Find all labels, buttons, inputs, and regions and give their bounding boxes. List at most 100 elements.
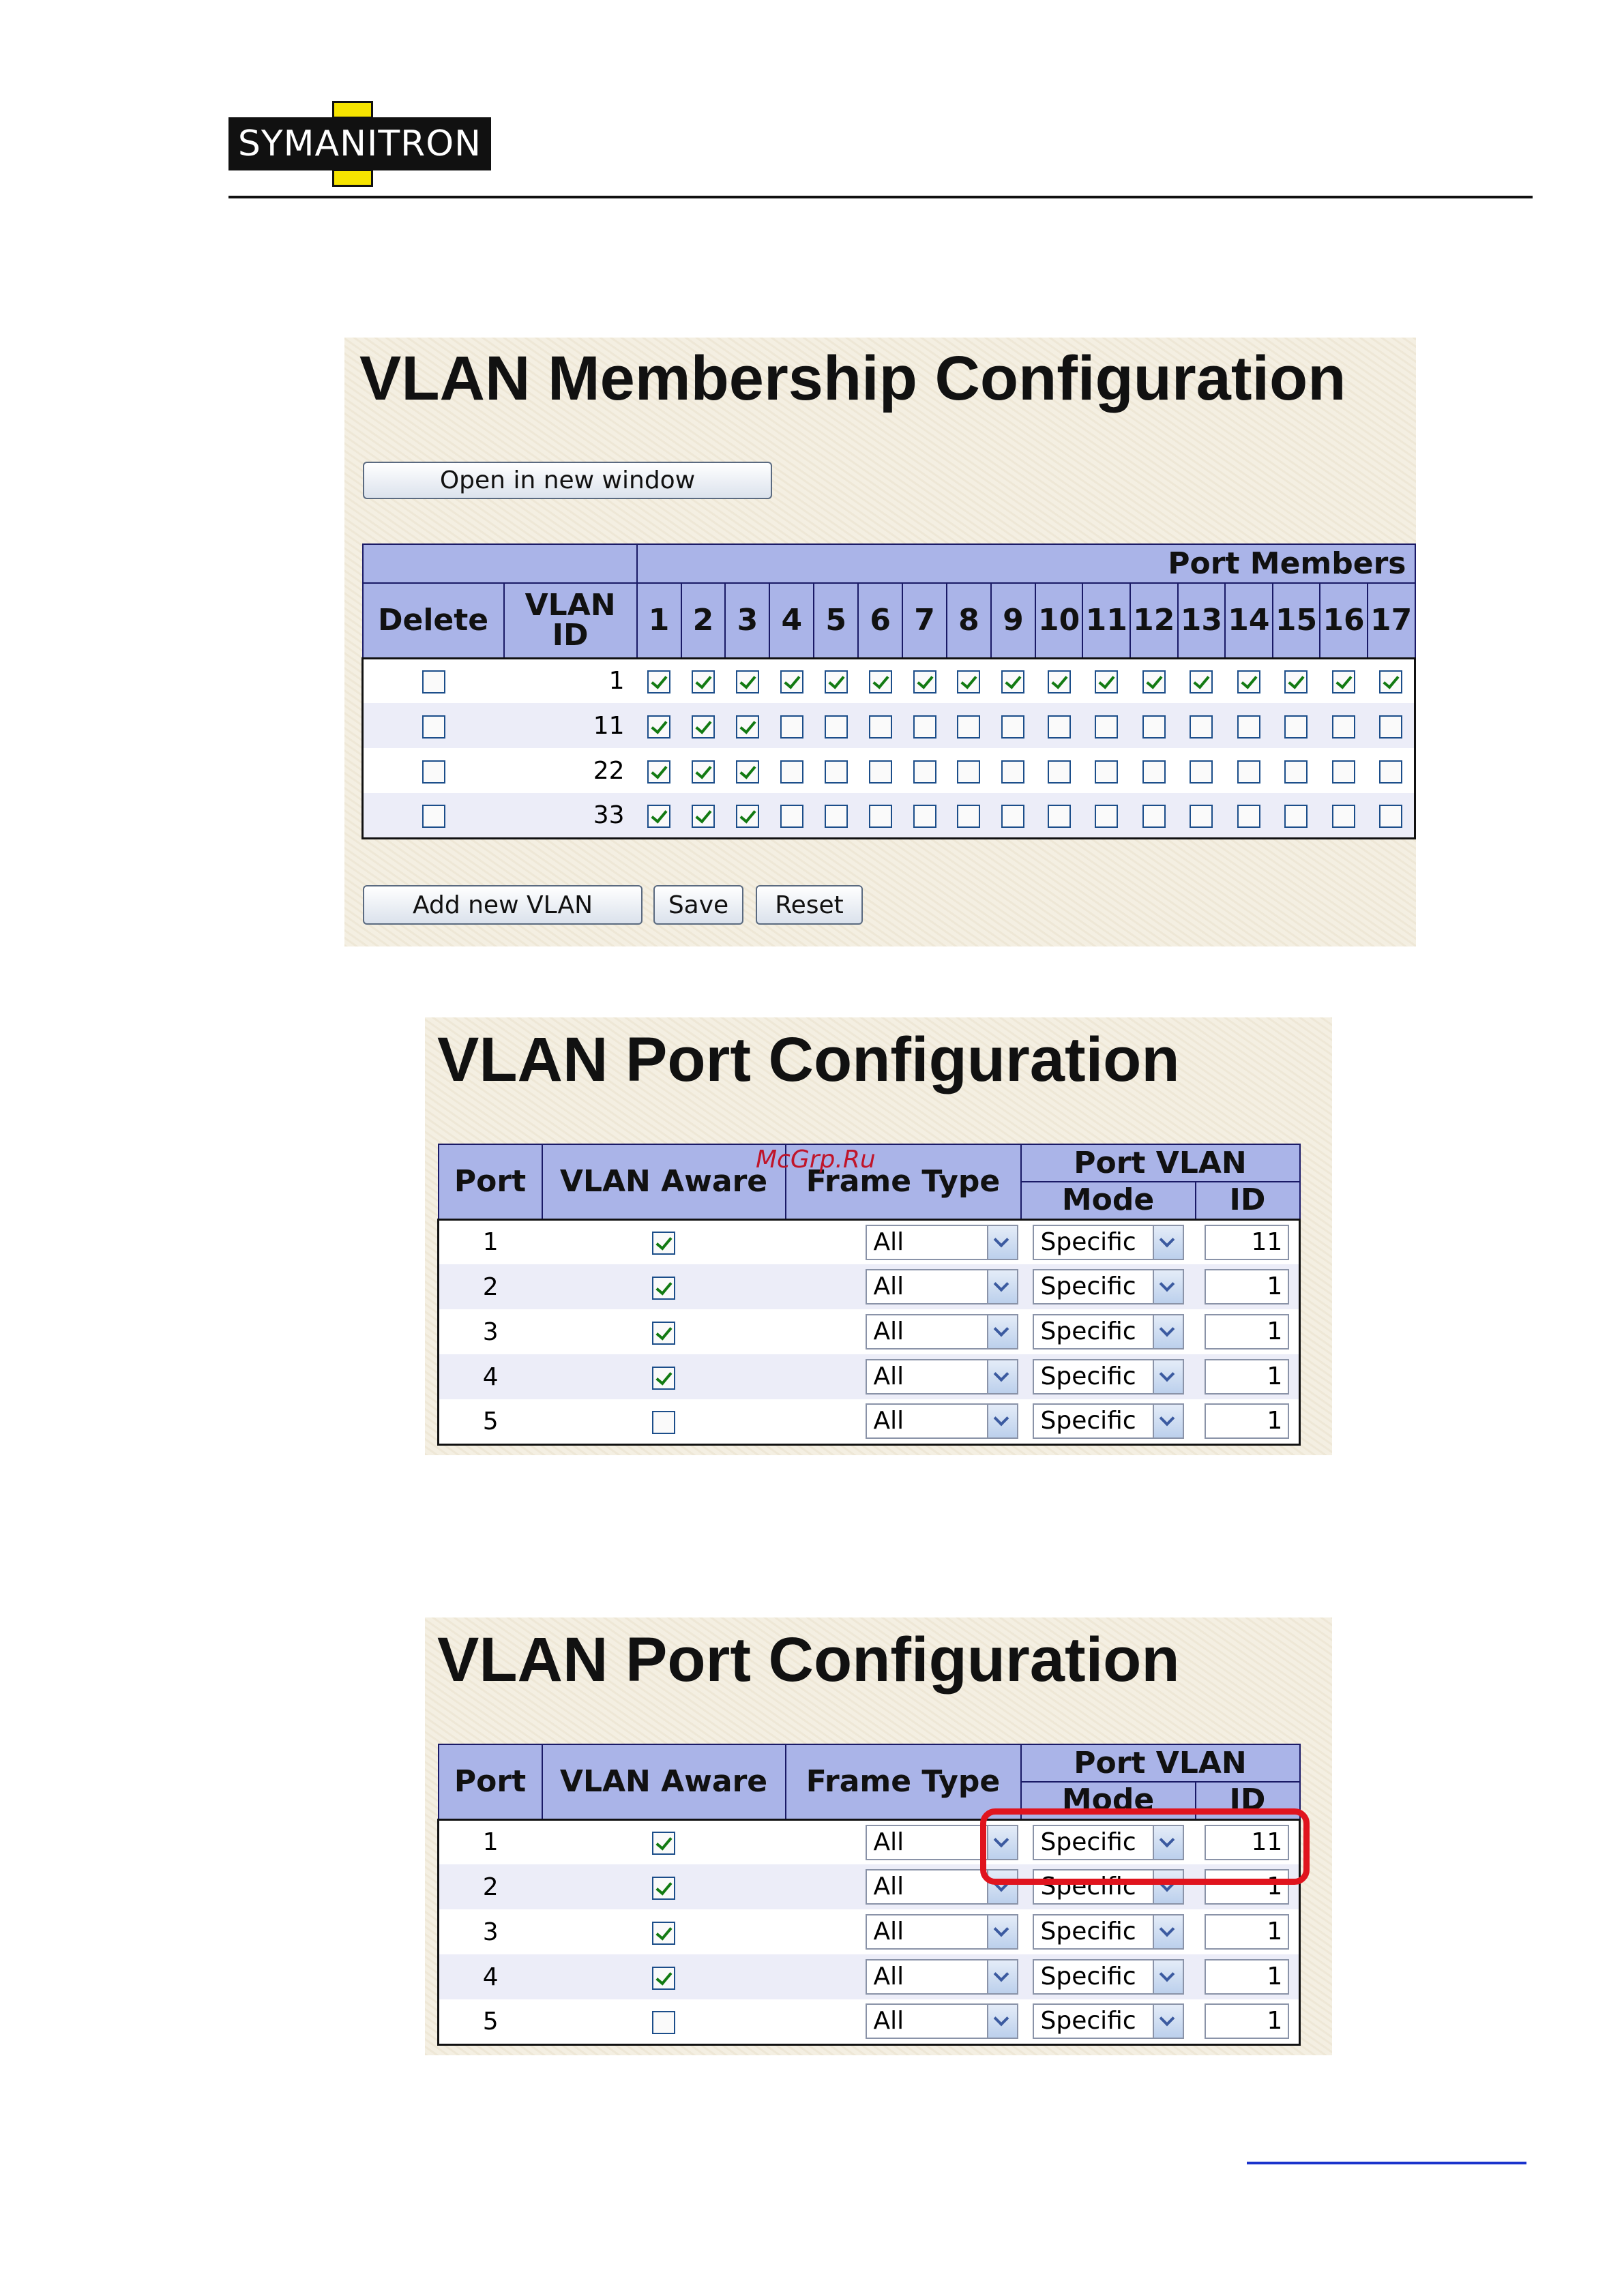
member-checkbox-port-5[interactable] — [824, 760, 848, 784]
mode-select[interactable]: Specific — [1032, 1824, 1184, 1860]
member-checkbox-port-3[interactable] — [735, 670, 759, 694]
vlan-aware-checkbox[interactable] — [652, 1876, 675, 1900]
member-checkbox-port-15[interactable] — [1284, 804, 1308, 828]
member-checkbox-port-12[interactable] — [1142, 715, 1166, 739]
pvid-input[interactable]: 1 — [1205, 1869, 1290, 1905]
member-checkbox-port-15[interactable] — [1284, 715, 1308, 739]
delete-checkbox[interactable] — [422, 804, 445, 828]
member-checkbox-port-14[interactable] — [1237, 760, 1260, 784]
member-checkbox-port-13[interactable] — [1190, 804, 1213, 828]
frame-type-select[interactable]: All — [865, 1314, 1018, 1350]
mode-select[interactable]: Specific — [1032, 1314, 1184, 1350]
member-checkbox-port-1[interactable] — [647, 760, 671, 784]
member-checkbox-port-17[interactable] — [1378, 804, 1402, 828]
vlan-aware-checkbox[interactable] — [652, 1276, 675, 1300]
member-checkbox-port-2[interactable] — [691, 804, 715, 828]
member-checkbox-port-12[interactable] — [1142, 760, 1166, 784]
member-checkbox-port-5[interactable] — [824, 715, 848, 739]
pvid-input[interactable]: 1 — [1205, 1359, 1290, 1395]
member-checkbox-port-7[interactable] — [913, 804, 936, 828]
member-checkbox-port-17[interactable] — [1378, 760, 1402, 784]
member-checkbox-port-17[interactable] — [1378, 670, 1402, 694]
pvid-input[interactable]: 1 — [1205, 1403, 1290, 1440]
member-checkbox-port-14[interactable] — [1237, 804, 1260, 828]
member-checkbox-port-2[interactable] — [691, 670, 715, 694]
member-checkbox-port-2[interactable] — [691, 760, 715, 784]
member-checkbox-port-17[interactable] — [1378, 715, 1402, 739]
member-checkbox-port-6[interactable] — [868, 715, 892, 739]
frame-type-select[interactable]: All — [865, 2003, 1018, 2040]
member-checkbox-port-4[interactable] — [780, 715, 803, 739]
vlan-aware-checkbox[interactable] — [652, 1232, 675, 1255]
mode-select[interactable]: Specific — [1032, 1359, 1184, 1395]
mode-select[interactable]: Specific — [1032, 1224, 1184, 1260]
member-checkbox-port-6[interactable] — [868, 670, 892, 694]
member-checkbox-port-15[interactable] — [1284, 670, 1308, 694]
member-checkbox-port-16[interactable] — [1332, 670, 1356, 694]
member-checkbox-port-13[interactable] — [1190, 715, 1213, 739]
delete-checkbox[interactable] — [422, 715, 445, 739]
member-checkbox-port-16[interactable] — [1332, 715, 1356, 739]
member-checkbox-port-10[interactable] — [1047, 760, 1071, 784]
member-checkbox-port-9[interactable] — [1001, 670, 1025, 694]
pvid-input[interactable]: 11 — [1205, 1824, 1290, 1860]
pvid-input[interactable]: 1 — [1205, 1269, 1290, 1304]
member-checkbox-port-3[interactable] — [735, 804, 759, 828]
member-checkbox-port-11[interactable] — [1095, 804, 1119, 828]
frame-type-select[interactable]: All — [865, 1959, 1018, 1995]
pvid-input[interactable]: 1 — [1205, 1959, 1290, 1995]
frame-type-select[interactable]: All — [865, 1224, 1018, 1260]
member-checkbox-port-5[interactable] — [824, 670, 848, 694]
vlan-aware-checkbox[interactable] — [652, 1366, 675, 1390]
member-checkbox-port-6[interactable] — [868, 804, 892, 828]
member-checkbox-port-10[interactable] — [1047, 715, 1071, 739]
pvid-input[interactable]: 11 — [1205, 1224, 1290, 1260]
member-checkbox-port-13[interactable] — [1190, 670, 1213, 694]
member-checkbox-port-15[interactable] — [1284, 760, 1308, 784]
member-checkbox-port-13[interactable] — [1190, 760, 1213, 784]
member-checkbox-port-7[interactable] — [913, 715, 936, 739]
vlan-aware-checkbox[interactable] — [652, 2010, 675, 2034]
member-checkbox-port-8[interactable] — [957, 670, 981, 694]
mode-select[interactable]: Specific — [1032, 1269, 1184, 1304]
member-checkbox-port-1[interactable] — [647, 804, 671, 828]
mode-select[interactable]: Specific — [1032, 2003, 1184, 2040]
mode-select[interactable]: Specific — [1032, 1869, 1184, 1905]
vlan-aware-checkbox[interactable] — [652, 1921, 675, 1945]
frame-type-select[interactable]: All — [865, 1914, 1018, 1950]
member-checkbox-port-3[interactable] — [735, 760, 759, 784]
vlan-aware-checkbox[interactable] — [652, 1321, 675, 1345]
member-checkbox-port-7[interactable] — [913, 670, 936, 694]
mode-select[interactable]: Specific — [1032, 1959, 1184, 1995]
member-checkbox-port-10[interactable] — [1047, 804, 1071, 828]
member-checkbox-port-7[interactable] — [913, 760, 936, 784]
member-checkbox-port-5[interactable] — [824, 804, 848, 828]
frame-type-select[interactable]: All — [865, 1359, 1018, 1395]
member-checkbox-port-4[interactable] — [780, 760, 803, 784]
vlan-aware-checkbox[interactable] — [652, 1832, 675, 1855]
member-checkbox-port-14[interactable] — [1237, 670, 1260, 694]
frame-type-select[interactable]: All — [865, 1269, 1018, 1304]
member-checkbox-port-11[interactable] — [1095, 670, 1119, 694]
add-new-vlan-button[interactable]: Add new VLAN — [363, 885, 643, 925]
member-checkbox-port-1[interactable] — [647, 670, 671, 694]
pvid-input[interactable]: 1 — [1205, 2003, 1290, 2040]
member-checkbox-port-14[interactable] — [1237, 715, 1260, 739]
member-checkbox-port-11[interactable] — [1095, 715, 1119, 739]
member-checkbox-port-9[interactable] — [1001, 715, 1025, 739]
member-checkbox-port-1[interactable] — [647, 715, 671, 739]
mode-select[interactable]: Specific — [1032, 1403, 1184, 1440]
member-checkbox-port-16[interactable] — [1332, 804, 1356, 828]
member-checkbox-port-4[interactable] — [780, 804, 803, 828]
delete-checkbox[interactable] — [422, 760, 445, 784]
member-checkbox-port-8[interactable] — [957, 760, 981, 784]
member-checkbox-port-12[interactable] — [1142, 804, 1166, 828]
member-checkbox-port-8[interactable] — [957, 715, 981, 739]
member-checkbox-port-2[interactable] — [691, 715, 715, 739]
member-checkbox-port-11[interactable] — [1095, 760, 1119, 784]
mode-select[interactable]: Specific — [1032, 1914, 1184, 1950]
member-checkbox-port-6[interactable] — [868, 760, 892, 784]
open-new-window-button[interactable]: Open in new window — [363, 462, 772, 499]
frame-type-select[interactable]: All — [865, 1824, 1018, 1860]
member-checkbox-port-8[interactable] — [957, 804, 981, 828]
